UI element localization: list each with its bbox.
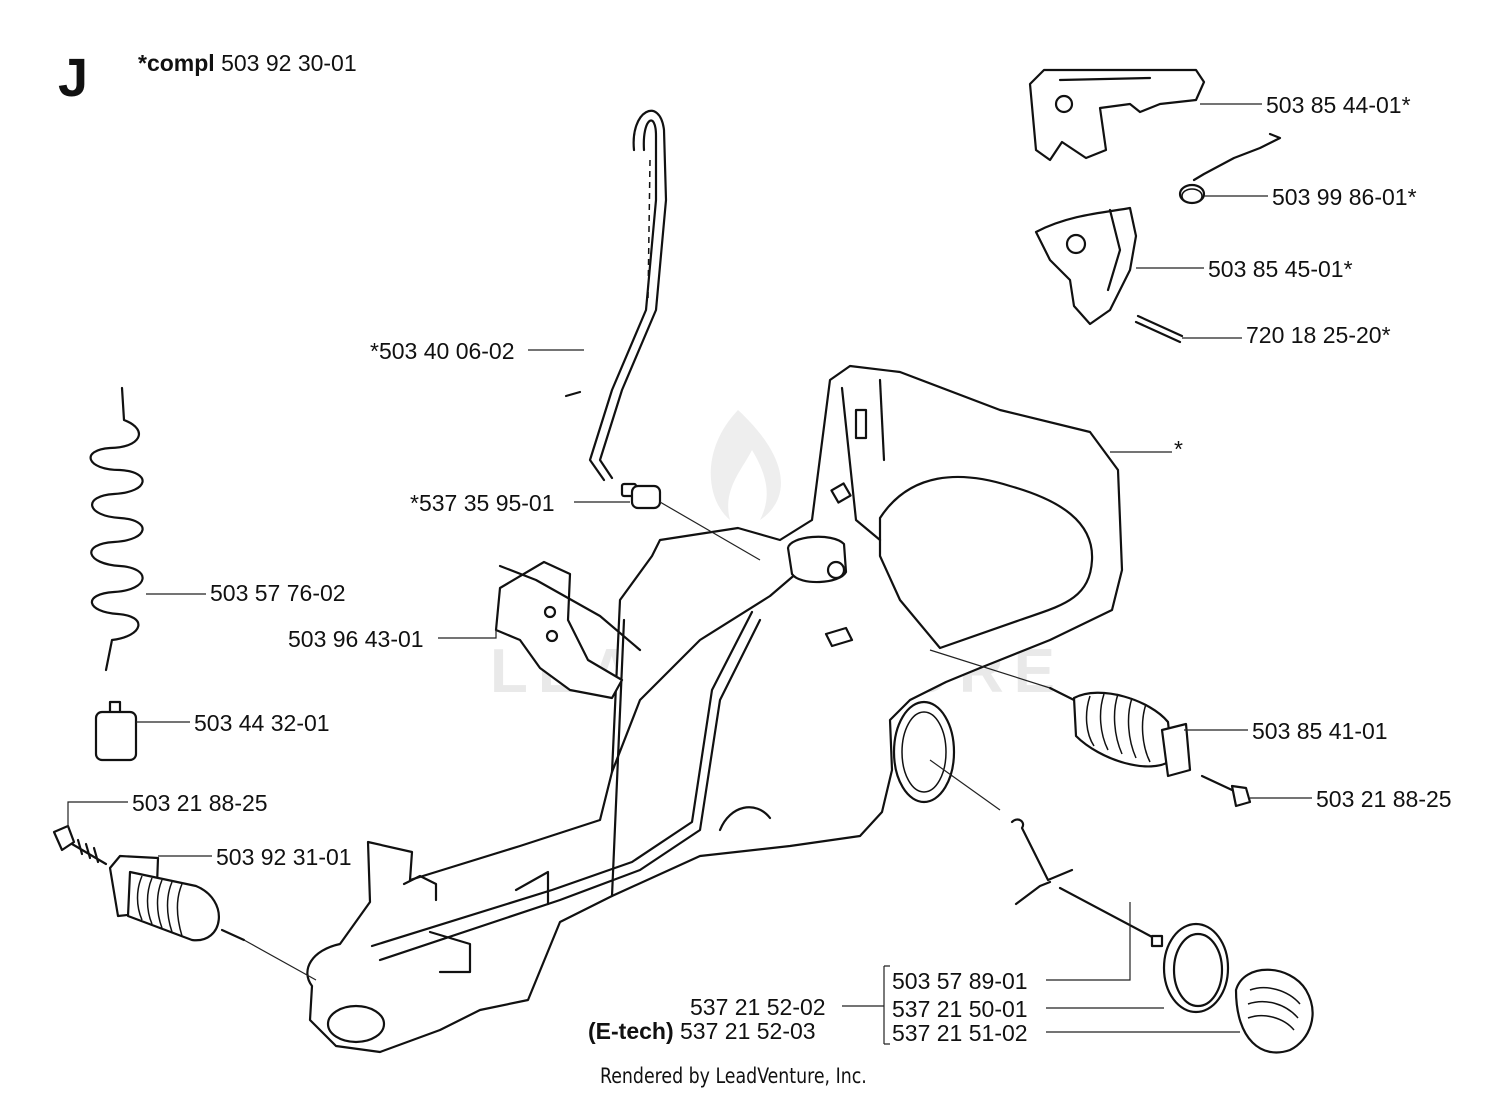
- guard-plate-part: [494, 560, 642, 700]
- spring-part: [1178, 132, 1282, 205]
- fuel-filter-part: [94, 700, 138, 762]
- label-cap-retainer: 503 57 89-01: [892, 968, 1028, 994]
- label-small-fuel-filter: *537 35 95-01: [410, 490, 555, 516]
- label-cap-seal: 537 21 50-01: [892, 996, 1028, 1022]
- right-av-assembly-part: [929, 649, 1252, 808]
- footer-credit: Rendered by LeadVenture, Inc.: [600, 1064, 867, 1088]
- complete-assembly-label: *compl 503 92 30-01: [138, 50, 357, 76]
- label-handle-cover: 503 85 44-01*: [1266, 92, 1411, 118]
- label-fuel-hose: *503 40 06-02: [370, 338, 515, 364]
- label-cap-group: 537 21 52-02: [690, 994, 826, 1020]
- fuel-hose-part: [564, 109, 668, 482]
- handle-cover-part: [1028, 68, 1206, 162]
- label-handle-asterisk: *: [1174, 436, 1183, 462]
- label-guard-plate: 503 96 43-01: [288, 626, 424, 652]
- etech-prefix: (E-tech): [588, 1018, 674, 1044]
- label-fuel-filter: 503 44 32-01: [194, 710, 330, 736]
- small-fuel-filter-part: [620, 482, 761, 561]
- pin-part: [1134, 314, 1184, 344]
- coil-hose-part: [89, 386, 144, 672]
- cap-retainer-part: [929, 759, 1164, 948]
- fuel-cap-part: [1234, 968, 1314, 1054]
- watermark-flame-icon: [710, 410, 781, 520]
- left-av-assembly-part: [52, 824, 317, 981]
- label-spring: 503 99 86-01*: [1272, 184, 1417, 210]
- compl-number: 503 92 30-01: [221, 50, 357, 76]
- label-screw-left: 503 21 88-25: [132, 790, 268, 816]
- label-cap: 537 21 51-02: [892, 1020, 1028, 1046]
- label-throttle-trigger: 503 85 45-01*: [1208, 256, 1353, 282]
- leader-lines: [67, 103, 1312, 1045]
- cap-seal-part: [1162, 922, 1230, 1014]
- label-av-spring-left: 503 92 31-01: [216, 844, 352, 870]
- rear-handle-body: [306, 364, 1124, 1054]
- label-av-spring-right: 503 85 41-01: [1252, 718, 1388, 744]
- label-cap-etech: (E-tech) 537 21 52-03: [588, 1018, 816, 1044]
- label-screw-right: 503 21 88-25: [1316, 786, 1452, 812]
- compl-prefix: *compl: [138, 50, 215, 76]
- section-letter: J: [58, 48, 89, 108]
- label-coil-hose: 503 57 76-02: [210, 580, 346, 606]
- etech-number: 537 21 52-03: [680, 1018, 816, 1044]
- label-pin: 720 18 25-20*: [1246, 322, 1391, 348]
- throttle-trigger-part: [1034, 206, 1138, 326]
